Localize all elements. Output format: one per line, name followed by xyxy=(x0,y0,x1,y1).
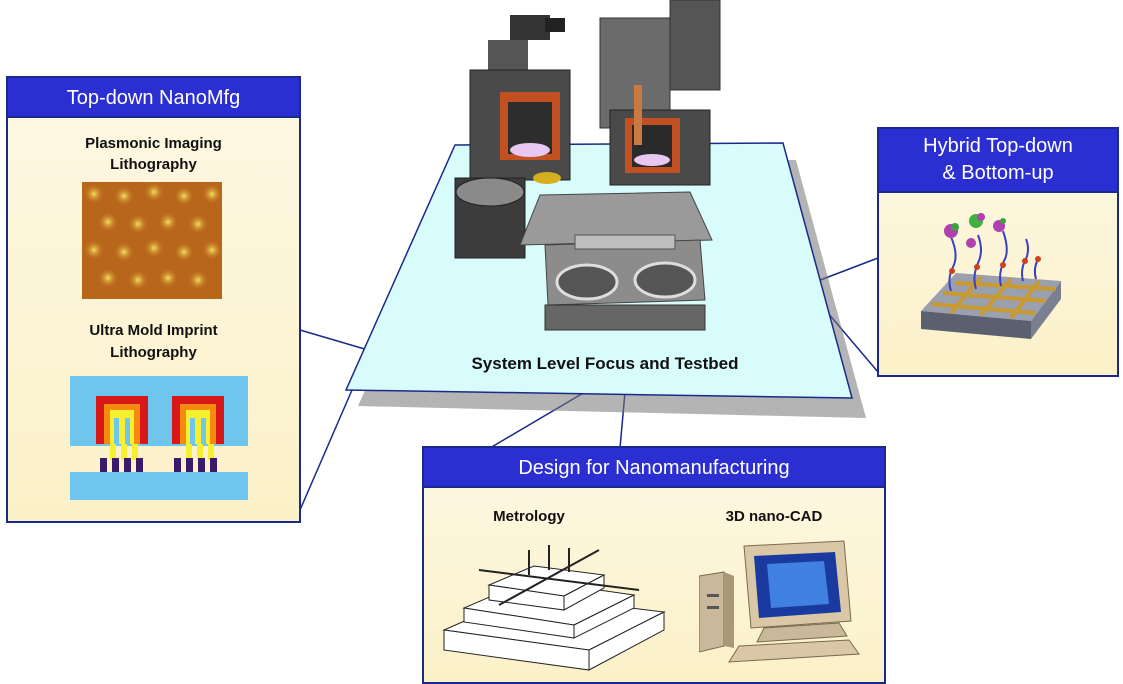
panel-title-line2: & Bottom-up xyxy=(942,162,1054,184)
top-down-nanomfg-panel: Top-down NanoMfg Plasmonic Imaging Litho… xyxy=(6,76,301,523)
mold-imprint-diagram xyxy=(70,376,248,500)
panel-title: Design for Nanomanufacturing xyxy=(424,448,884,488)
plasmonic-label-line2: Lithography xyxy=(110,156,197,173)
plasmonic-label-line1: Plasmonic Imaging xyxy=(85,135,222,152)
testbed-label: System Level Focus and Testbed xyxy=(471,354,739,373)
panel-title: Top-down NanoMfg xyxy=(8,78,299,118)
hybrid-panel: Hybrid Top-down & Bottom-up xyxy=(877,127,1119,377)
panel-title: Hybrid Top-down & Bottom-up xyxy=(879,129,1117,193)
imprint-label-line2: Lithography xyxy=(110,344,197,361)
hybrid-nanostructure-image xyxy=(921,213,1061,339)
plasmonic-pattern-image xyxy=(82,182,222,299)
panel-title-line1: Hybrid Top-down xyxy=(923,135,1073,157)
metrology-stage-drawing xyxy=(442,545,666,671)
computer-cad-workstation-image xyxy=(699,540,860,663)
imprint-label-line1: Ultra Mold Imprint xyxy=(89,322,218,339)
metrology-label: Metrology xyxy=(493,508,565,525)
nano-cad-label: 3D nano-CAD xyxy=(725,508,823,525)
design-for-nanomanufacturing-panel: Design for Nanomanufacturing Metrology 3… xyxy=(422,446,886,684)
